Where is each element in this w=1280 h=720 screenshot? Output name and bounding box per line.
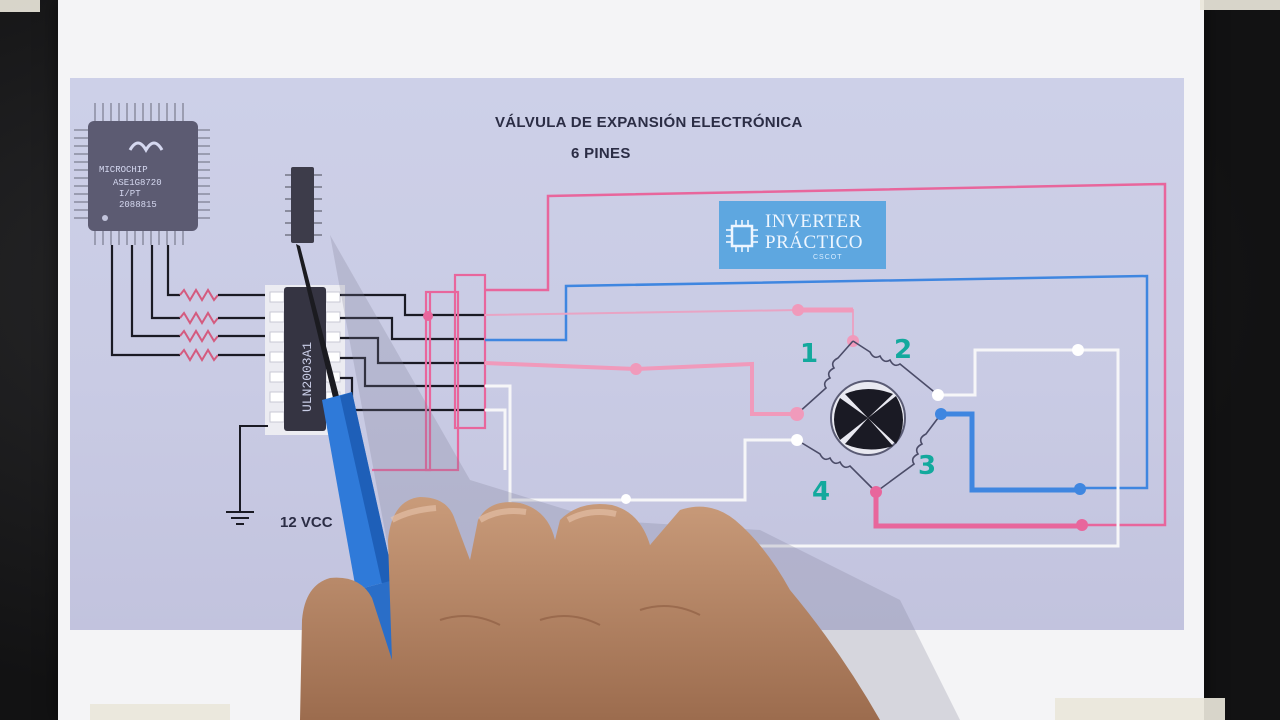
light-pink-wire <box>484 361 795 416</box>
diagram-subtitle: 6 PINES <box>571 145 631 162</box>
diagram-title: VÁLVULA DE EXPANSIÓN ELECTRÓNICA <box>495 114 803 131</box>
resistor-to-driver-wires <box>218 293 272 357</box>
blue-coil-lead <box>941 411 1080 493</box>
pink-wire <box>485 182 1167 527</box>
rotor-magnet <box>830 380 906 456</box>
mcu-line-1: ASE1G8720 <box>113 178 162 188</box>
pink-coil-lead <box>873 492 1082 529</box>
coil-label-3: 3 <box>918 451 936 481</box>
logo-line-2: PRÁCTICO <box>765 232 863 253</box>
inverter-practico-logo: INVERTER PRÁCTICO CSCOT <box>719 201 886 269</box>
coil-label-2: 2 <box>894 335 912 365</box>
tape-bottom-left <box>90 704 230 720</box>
resistors <box>179 288 219 362</box>
supply-label: 12 VCC <box>280 514 333 531</box>
mcu-line-3: 2088815 <box>119 200 157 210</box>
connector-housing <box>372 273 487 472</box>
mcu-brand: MICROCHIP <box>99 165 148 175</box>
microcontroller-chip: MICROCHIP ASE1G8720 I/PT 2088815 <box>74 103 210 245</box>
blue-wire <box>485 274 1149 490</box>
coil-label-4: 4 <box>812 477 830 507</box>
white-wire <box>485 384 795 502</box>
connector-node <box>423 311 433 321</box>
tape-top-left <box>0 0 40 12</box>
mcu-output-wires <box>110 245 180 357</box>
driver-label: ULN2003A1 <box>300 342 315 412</box>
microchip-logo-icon <box>128 141 164 154</box>
tape-top-right <box>1200 0 1280 10</box>
small-dip-chip <box>285 167 322 243</box>
coil-label-1: 1 <box>800 339 818 369</box>
tape-bottom-right <box>1055 698 1225 720</box>
hand <box>300 497 880 720</box>
logo-line-1: INVERTER <box>765 211 862 232</box>
ground-wire <box>226 425 268 525</box>
logo-line-3: CSCOT <box>813 254 843 261</box>
chip-logo-icon <box>726 220 758 252</box>
mcu-line-2: I/PT <box>119 189 141 199</box>
